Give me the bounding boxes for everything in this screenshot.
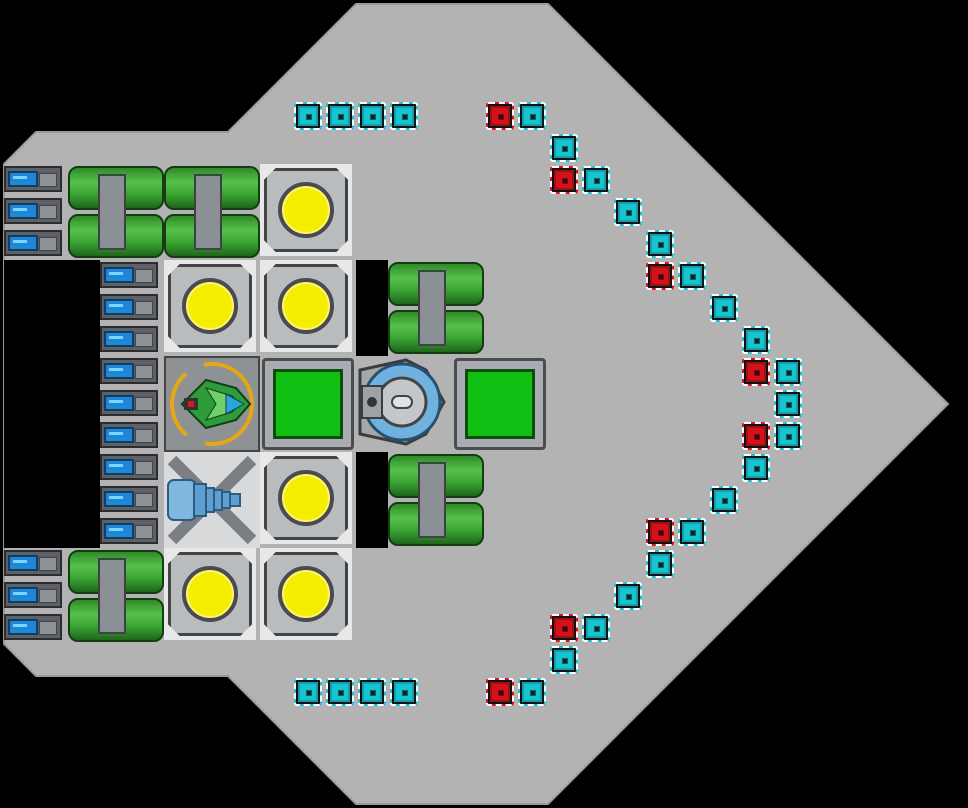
- battery-module[interactable]: [4, 230, 62, 256]
- battery-icon: [8, 587, 38, 603]
- cockpit-icon: [358, 358, 446, 446]
- cyan-armor-block[interactable]: [678, 262, 706, 290]
- cyan-armor-block[interactable]: [518, 102, 546, 130]
- battery-module[interactable]: [4, 166, 62, 192]
- cyan-armor-block[interactable]: [358, 102, 386, 130]
- battery-module[interactable]: [4, 614, 62, 640]
- reactor-module[interactable]: [164, 260, 256, 352]
- cyan-armor-block[interactable]: [550, 134, 578, 162]
- cyan-armor-block[interactable]: [326, 678, 354, 706]
- cyan-armor-block[interactable]: [678, 518, 706, 546]
- reactor-module[interactable]: [164, 548, 256, 640]
- battery-icon: [8, 235, 38, 251]
- cyan-armor-block[interactable]: [710, 486, 738, 514]
- ship-emblem-icon: [170, 362, 254, 446]
- reactor-icon: [188, 572, 232, 616]
- fuel-tank[interactable]: [388, 260, 484, 356]
- battery-module[interactable]: [100, 454, 158, 480]
- battery-module[interactable]: [100, 326, 158, 352]
- battery-icon: [104, 427, 134, 443]
- red-armor-block[interactable]: [742, 358, 770, 386]
- cargo-bay[interactable]: [262, 358, 354, 450]
- cyan-armor-block[interactable]: [582, 166, 610, 194]
- battery-icon: [8, 619, 38, 635]
- battery-module[interactable]: [100, 262, 158, 288]
- red-armor-block[interactable]: [550, 166, 578, 194]
- battery-icon: [104, 331, 134, 347]
- thruster-icon: [167, 455, 257, 545]
- red-armor-block[interactable]: [550, 614, 578, 642]
- red-armor-block[interactable]: [646, 262, 674, 290]
- fuel-tank[interactable]: [68, 548, 164, 644]
- battery-module[interactable]: [100, 294, 158, 320]
- red-armor-block[interactable]: [486, 678, 514, 706]
- reactor-icon: [284, 284, 328, 328]
- battery-icon: [104, 395, 134, 411]
- command-module[interactable]: [164, 356, 260, 452]
- battery-module[interactable]: [4, 550, 62, 576]
- red-armor-block[interactable]: [742, 422, 770, 450]
- battery-module[interactable]: [4, 198, 62, 224]
- cyan-armor-block[interactable]: [614, 582, 642, 610]
- cargo-bay[interactable]: [454, 358, 546, 450]
- reactor-module[interactable]: [260, 452, 352, 544]
- cargo-icon: [465, 369, 535, 439]
- battery-module[interactable]: [100, 390, 158, 416]
- battery-icon: [104, 523, 134, 539]
- cyan-armor-block[interactable]: [294, 678, 322, 706]
- cyan-armor-block[interactable]: [390, 678, 418, 706]
- cyan-armor-block[interactable]: [742, 454, 770, 482]
- battery-module[interactable]: [100, 518, 158, 544]
- cyan-armor-block[interactable]: [646, 550, 674, 578]
- battery-icon: [8, 555, 38, 571]
- battery-module[interactable]: [100, 422, 158, 448]
- cyan-armor-block[interactable]: [518, 678, 546, 706]
- cyan-armor-block[interactable]: [774, 358, 802, 386]
- battery-icon: [8, 203, 38, 219]
- cargo-icon: [273, 369, 343, 439]
- red-armor-block[interactable]: [486, 102, 514, 130]
- battery-icon: [104, 267, 134, 283]
- battery-icon: [104, 491, 134, 507]
- cockpit-module[interactable]: [356, 356, 448, 448]
- cyan-armor-block[interactable]: [646, 230, 674, 258]
- reactor-module[interactable]: [260, 260, 352, 352]
- battery-icon: [104, 459, 134, 475]
- reactor-icon: [284, 188, 328, 232]
- cyan-armor-block[interactable]: [294, 102, 322, 130]
- reactor-icon: [188, 284, 232, 328]
- battery-module[interactable]: [100, 358, 158, 384]
- fuel-tank[interactable]: [68, 164, 164, 260]
- reactor-icon: [284, 572, 328, 616]
- cyan-armor-block[interactable]: [710, 294, 738, 322]
- thruster-module[interactable]: [164, 452, 260, 548]
- cyan-armor-block[interactable]: [358, 678, 386, 706]
- cyan-armor-block[interactable]: [774, 422, 802, 450]
- cyan-armor-block[interactable]: [774, 390, 802, 418]
- cyan-armor-block[interactable]: [390, 102, 418, 130]
- battery-icon: [104, 363, 134, 379]
- cyan-armor-block[interactable]: [742, 326, 770, 354]
- fuel-tank[interactable]: [164, 164, 260, 260]
- cyan-armor-block[interactable]: [582, 614, 610, 642]
- cyan-armor-block[interactable]: [614, 198, 642, 226]
- reactor-module[interactable]: [260, 164, 352, 256]
- battery-icon: [104, 299, 134, 315]
- cyan-armor-block[interactable]: [326, 102, 354, 130]
- reactor-icon: [284, 476, 328, 520]
- cyan-armor-block[interactable]: [550, 646, 578, 674]
- reactor-module[interactable]: [260, 548, 352, 640]
- red-armor-block[interactable]: [646, 518, 674, 546]
- fuel-tank[interactable]: [388, 452, 484, 548]
- battery-module[interactable]: [4, 582, 62, 608]
- battery-module[interactable]: [100, 486, 158, 512]
- battery-icon: [8, 171, 38, 187]
